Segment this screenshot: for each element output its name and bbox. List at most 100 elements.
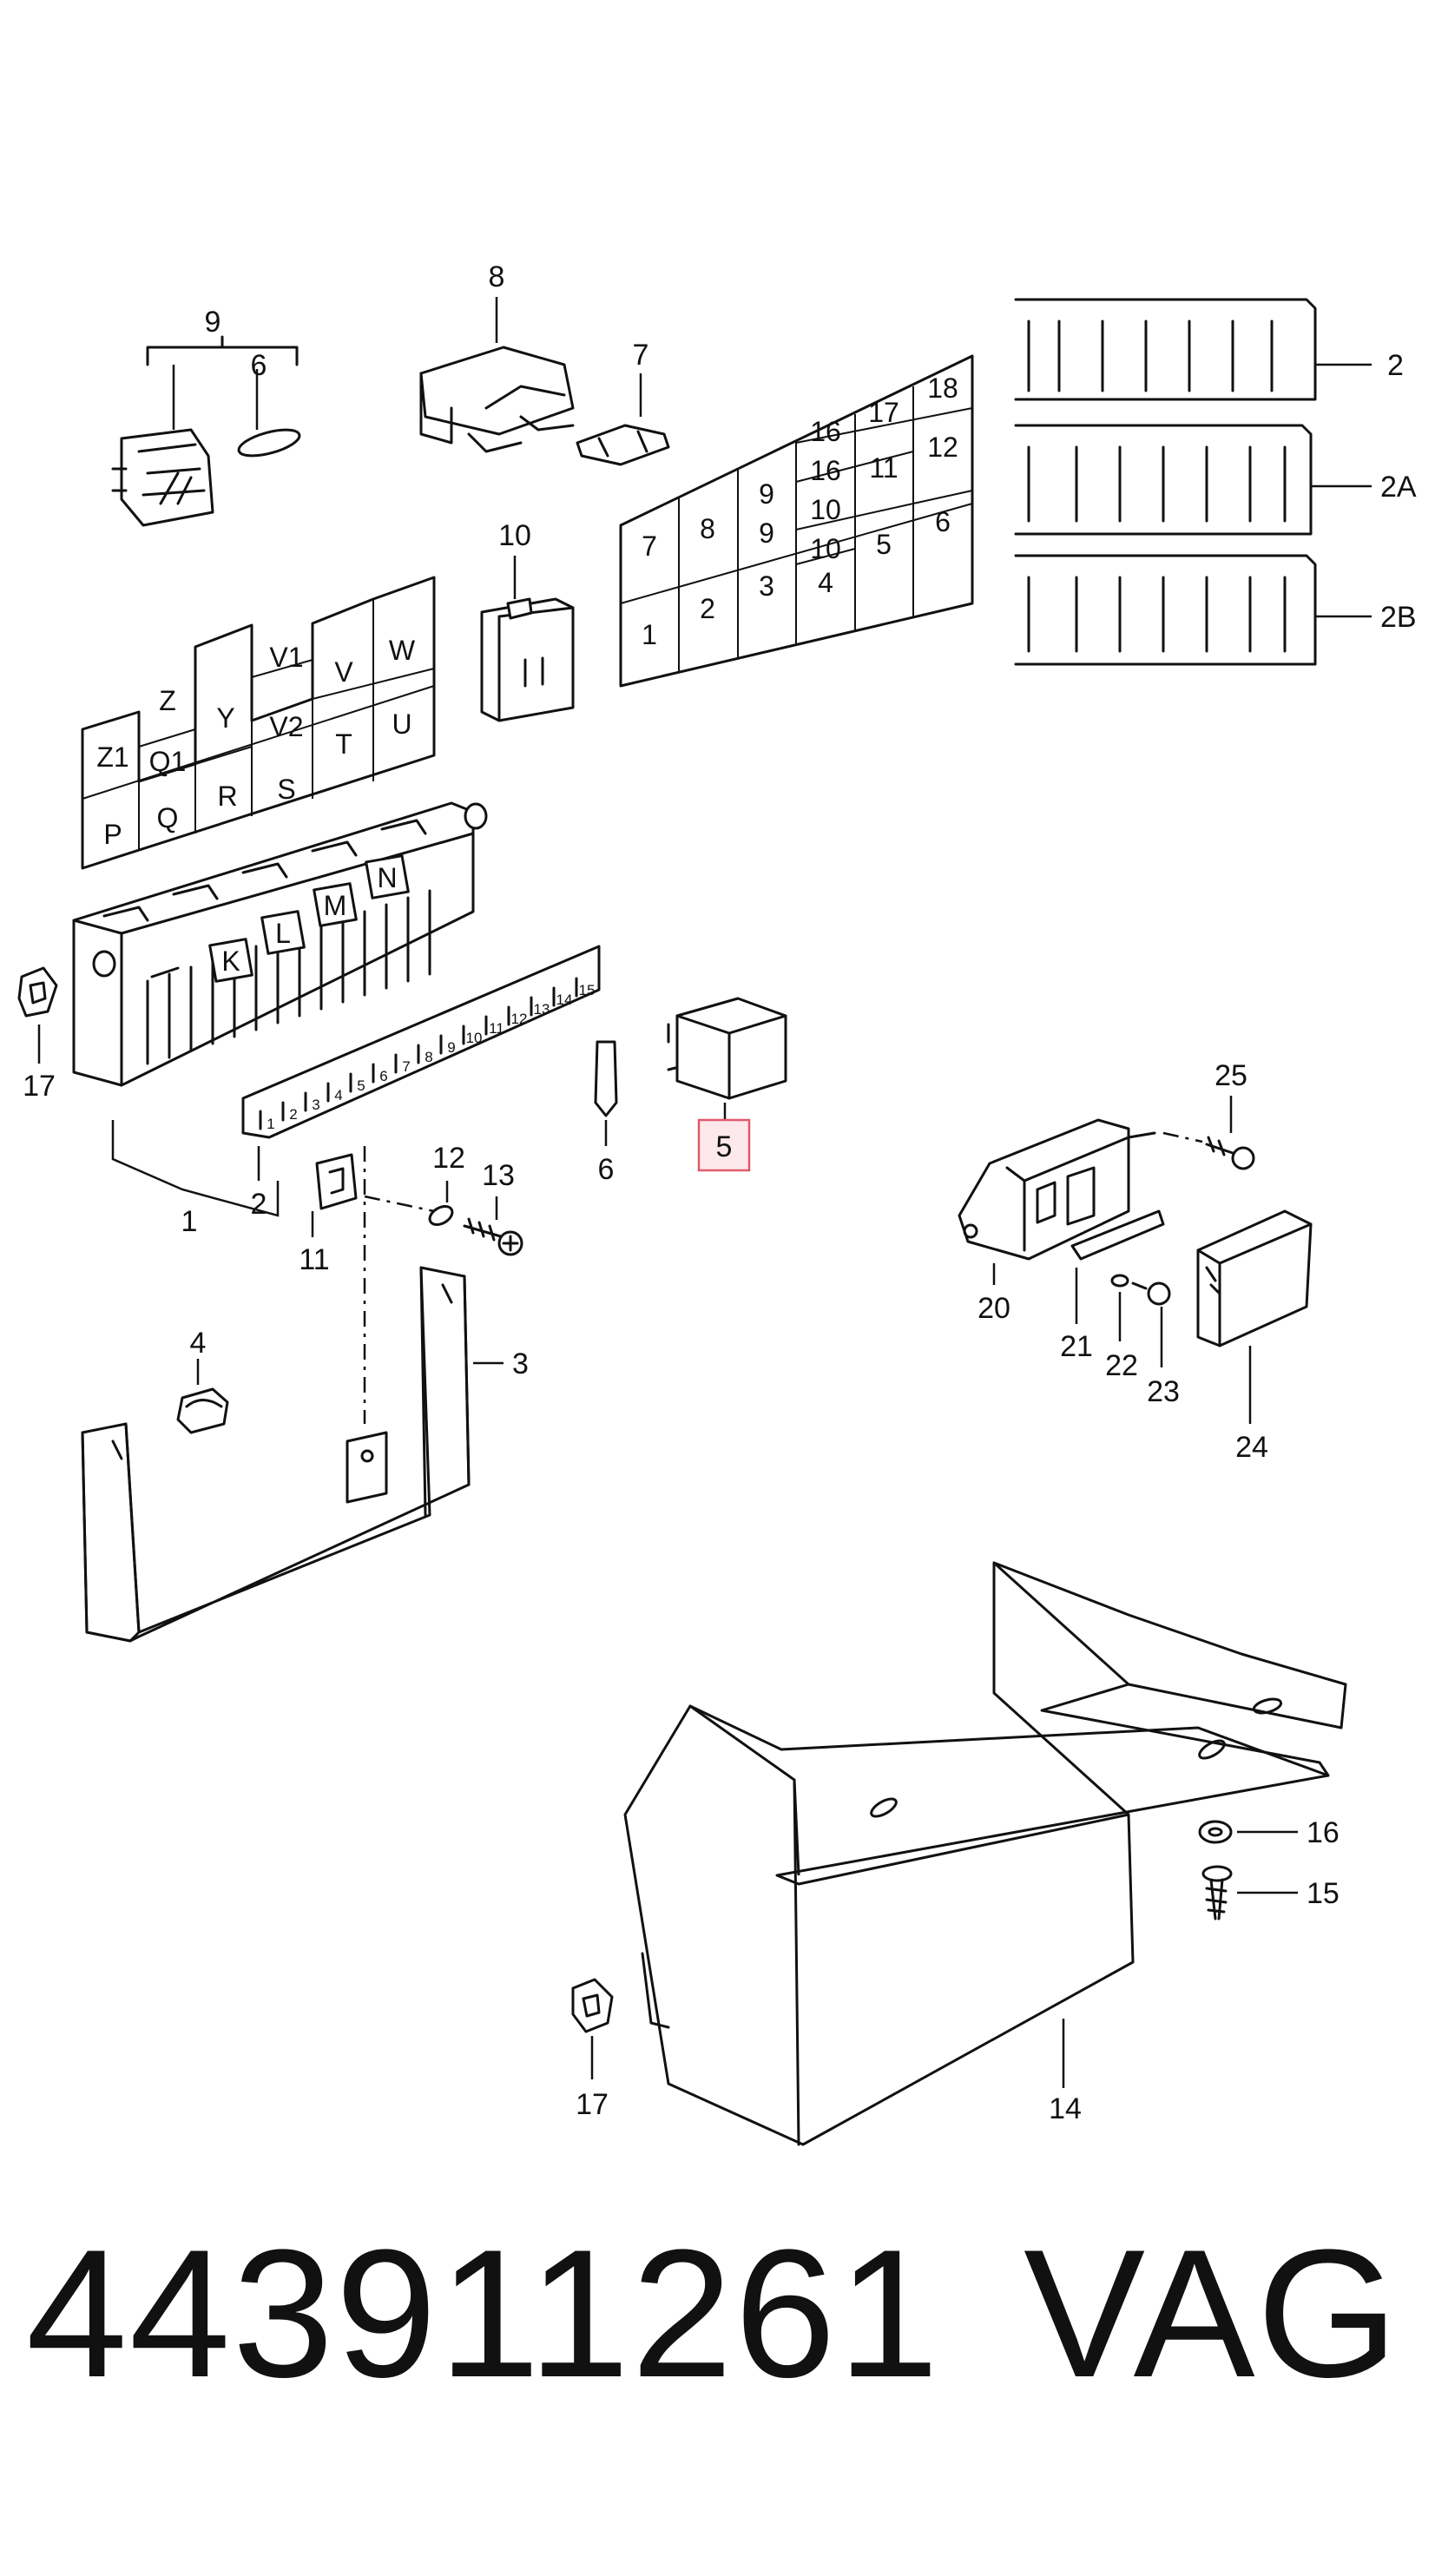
callout-2-left: 2 — [251, 1188, 267, 1221]
callout-5: 5 — [716, 1130, 733, 1163]
callout-12: 12 — [432, 1142, 465, 1175]
svg-text:11: 11 — [869, 452, 898, 484]
clip-part-11 — [311, 1153, 358, 1237]
bulb-part-6 — [594, 1040, 618, 1146]
callout-25: 25 — [1214, 1059, 1247, 1092]
svg-text:7: 7 — [642, 530, 657, 562]
svg-text:V2: V2 — [269, 711, 303, 742]
callout-4: 4 — [190, 1327, 207, 1360]
fuse-position-grid-right — [619, 354, 974, 688]
svg-text:14: 14 — [556, 992, 573, 1008]
svg-text:12: 12 — [927, 432, 958, 463]
svg-text:10: 10 — [810, 494, 841, 525]
relay-part-10 — [480, 556, 575, 722]
svg-text:7: 7 — [402, 1058, 410, 1075]
callout-17-left: 17 — [23, 1070, 56, 1103]
svg-text:1: 1 — [267, 1116, 274, 1132]
relay-panel-part-1 — [72, 801, 488, 1087]
gasket-part-12 — [428, 1181, 454, 1226]
svg-text:18: 18 — [927, 372, 958, 404]
callout-1: 1 — [181, 1205, 198, 1238]
svg-text:Z1: Z1 — [96, 741, 128, 773]
svg-text:4: 4 — [334, 1087, 342, 1104]
brand-label: VAG — [1024, 2211, 1400, 2415]
callout-11: 11 — [299, 1243, 329, 1276]
washer-part-22 — [1110, 1274, 1129, 1341]
washer-part-16 — [1198, 1820, 1298, 1844]
fuse-strip-part-2 — [1014, 298, 1372, 401]
callout-17-bottom: 17 — [576, 2088, 609, 2121]
svg-text:6: 6 — [379, 1068, 387, 1084]
svg-text:12: 12 — [511, 1011, 528, 1027]
callout-6-bottom: 6 — [598, 1153, 615, 1186]
plate-part-21 — [1070, 1209, 1165, 1324]
callout-16: 16 — [1307, 1816, 1340, 1849]
callout-22: 22 — [1105, 1349, 1138, 1382]
callout-6-top: 6 — [251, 349, 267, 382]
svg-text:10: 10 — [810, 533, 841, 564]
screw-part-13 — [463, 1196, 523, 1256]
svg-text:8: 8 — [700, 513, 715, 544]
bolt-part-23 — [1131, 1281, 1171, 1367]
svg-text:5: 5 — [876, 529, 892, 560]
relay-panel-labels: K L M N — [221, 862, 397, 977]
svg-text:9: 9 — [759, 517, 774, 549]
callout-10: 10 — [498, 519, 531, 552]
svg-text:L: L — [275, 918, 291, 949]
svg-text:6: 6 — [935, 506, 951, 537]
bulb-holder-part-9 — [111, 335, 301, 527]
svg-text:Q1: Q1 — [149, 746, 187, 777]
clip-nut-part-17-left — [17, 966, 58, 1064]
fuse-number-strip — [241, 945, 601, 1139]
fuse-strip-part-2B — [1014, 554, 1372, 666]
svg-text:V1: V1 — [269, 642, 303, 673]
grommet-part-4 — [176, 1359, 229, 1434]
relay-position-grid-left — [81, 576, 436, 870]
svg-text:P: P — [103, 819, 122, 850]
relay-carrier-part-20 — [958, 1118, 1156, 1285]
svg-text:9: 9 — [447, 1039, 455, 1056]
callout-24: 24 — [1235, 1431, 1268, 1464]
part-number: 443911261 — [26, 2211, 941, 2415]
svg-text:R: R — [217, 781, 237, 812]
svg-text:11: 11 — [489, 1020, 504, 1037]
screw-part-25 — [1162, 1096, 1255, 1170]
fuse-grid-labels: 7 8 9 9 16 17 18 16 11 12 10 10 5 6 1 2 … — [642, 372, 958, 650]
screw-part-15 — [1201, 1865, 1298, 1920]
callout-3: 3 — [512, 1347, 529, 1380]
svg-text:2: 2 — [289, 1106, 297, 1123]
svg-text:W: W — [389, 635, 416, 666]
svg-text:3: 3 — [759, 570, 774, 602]
callout-13: 13 — [482, 1159, 515, 1192]
bracket-part-3 — [81, 1266, 504, 1643]
svg-text:M: M — [324, 890, 347, 921]
fuse-strip-numbers: 1 2 3 4 5 6 7 8 9 10 11 12 13 14 15 — [267, 982, 595, 1132]
svg-text:V: V — [334, 656, 353, 688]
svg-text:Y: Y — [216, 702, 234, 734]
svg-text:4: 4 — [818, 567, 833, 598]
callout-23: 23 — [1147, 1375, 1180, 1408]
callout-21: 21 — [1060, 1330, 1093, 1363]
svg-text:10: 10 — [466, 1030, 483, 1046]
svg-text:5: 5 — [357, 1077, 365, 1094]
svg-text:9: 9 — [759, 478, 774, 510]
svg-text:13: 13 — [534, 1001, 550, 1018]
svg-text:2: 2 — [700, 593, 715, 624]
callout-7: 7 — [633, 339, 649, 372]
callout-15: 15 — [1307, 1877, 1340, 1910]
svg-text:1: 1 — [642, 619, 657, 650]
blade-fuse-part-7 — [576, 373, 670, 466]
assembly-line-2 — [364, 1195, 435, 1213]
svg-text:U: U — [392, 708, 411, 740]
svg-text:Q: Q — [157, 802, 179, 833]
svg-text:16: 16 — [810, 455, 841, 486]
svg-text:16: 16 — [810, 416, 841, 447]
svg-text:T: T — [335, 728, 352, 760]
svg-text:17: 17 — [868, 397, 899, 428]
svg-text:N: N — [377, 862, 397, 893]
relay-grid-labels: Z1 Q1 Z Y V1 V W V2 T U P Q R S — [96, 635, 416, 850]
callout-20: 20 — [978, 1292, 1010, 1325]
callout-2A: 2A — [1380, 471, 1417, 504]
svg-text:15: 15 — [579, 982, 596, 998]
